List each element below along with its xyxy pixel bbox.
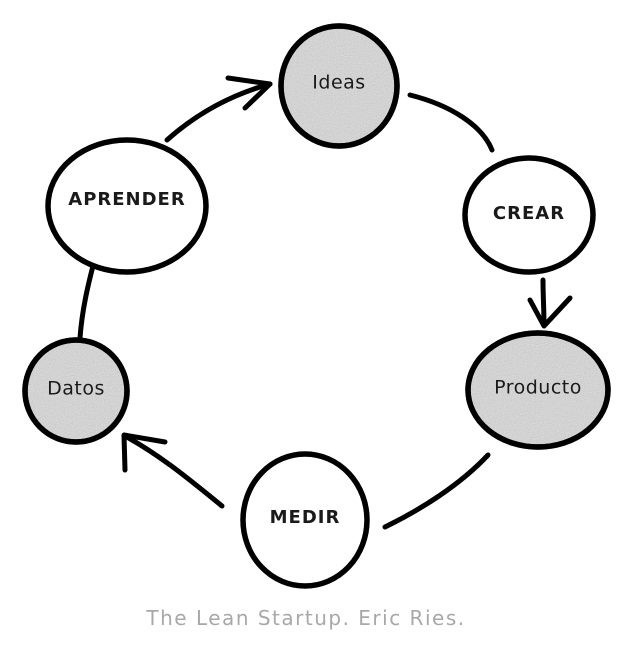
node-medir-label: MEDIR [270,507,341,528]
node-aprender: APRENDER [45,137,209,275]
connector-crear-producto [540,277,547,328]
node-datos: Datos [22,337,130,445]
arrowhead-ideas [225,75,273,111]
node-ideas: Ideas [278,23,400,149]
arrowhead-datos [121,432,168,473]
connector-producto-medir [382,452,491,530]
node-ideas-label: Ideas [312,72,365,94]
connector-datos-aprender [77,259,97,341]
node-crear: CREAR [462,155,596,275]
node-crear-label: CREAR [493,203,565,224]
caption: The Lean Startup. Eric Ries. [145,606,465,630]
node-aprender-label: APRENDER [68,189,185,210]
node-datos-label: Datos [47,378,105,400]
connector-medir-datos [122,433,225,509]
node-medir: MEDIR [240,451,370,589]
node-producto-label: Producto [494,377,582,399]
connector-aprender-ideas [164,81,273,143]
connector-ideas-crear [407,92,495,153]
arrowhead-producto [527,295,573,329]
node-producto: Producto [465,330,611,450]
